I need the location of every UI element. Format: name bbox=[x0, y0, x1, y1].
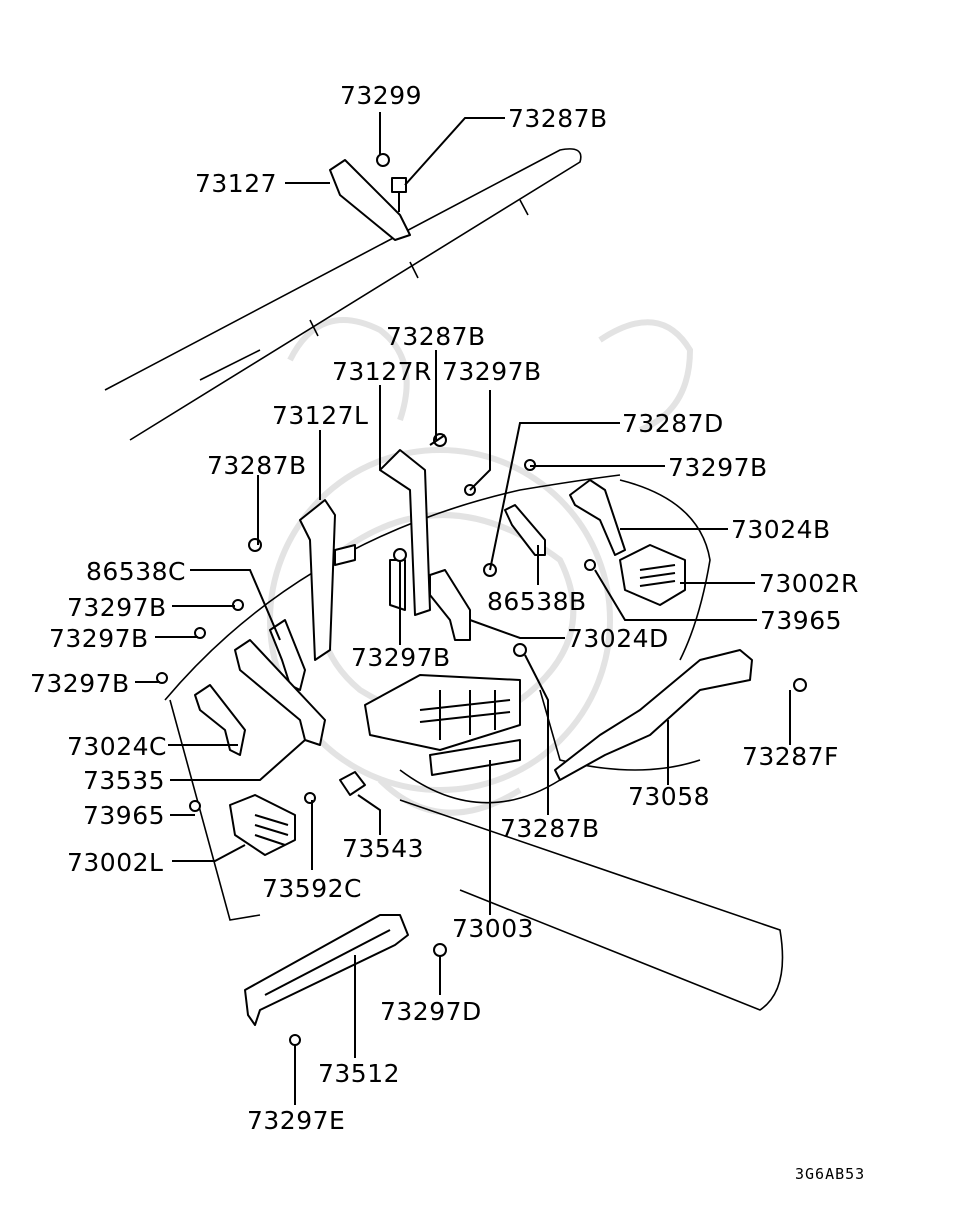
bracket-73127 bbox=[329, 153, 411, 241]
duct-73058 bbox=[554, 649, 753, 781]
bracket-73512 bbox=[244, 914, 409, 1026]
bracket-73024D bbox=[429, 569, 471, 641]
part-label: 73297E bbox=[247, 1106, 346, 1135]
part-label: 73287B bbox=[207, 451, 307, 480]
part-label: 73297B bbox=[49, 624, 149, 653]
part-label: 73287B bbox=[500, 814, 600, 843]
part-label: 73002R bbox=[759, 569, 859, 598]
figure-code: 3G6AB53 bbox=[795, 1165, 866, 1183]
bracket-73127R bbox=[379, 449, 431, 616]
part-label: 73297B bbox=[668, 453, 768, 482]
part-label: 73287B bbox=[508, 104, 608, 133]
part-label: 73287D bbox=[622, 409, 724, 438]
part-label: 73592C bbox=[262, 874, 362, 903]
part-label: 86538C bbox=[86, 557, 186, 586]
part-label: 73127L bbox=[272, 401, 369, 430]
part-label: 73024D bbox=[567, 624, 669, 653]
part-label: 73965 bbox=[760, 606, 843, 635]
part-label: 73024C bbox=[67, 732, 167, 761]
bracket-86538B bbox=[504, 504, 546, 556]
part-label: 73058 bbox=[628, 782, 711, 811]
part-label: 73299 bbox=[340, 81, 423, 110]
part-label: 73127 bbox=[195, 169, 278, 198]
part-label: 73002L bbox=[67, 848, 164, 877]
vent-73002R bbox=[619, 544, 686, 606]
part-label: 73127R bbox=[332, 357, 432, 386]
bracket-73024B bbox=[569, 479, 626, 556]
part-label: 73297D bbox=[380, 997, 482, 1026]
part-label: 73512 bbox=[318, 1059, 401, 1088]
part-label: 73287B bbox=[386, 322, 486, 351]
dashboard-outline bbox=[104, 148, 784, 1011]
part-label: 73297B bbox=[442, 357, 542, 386]
bracket-73535 bbox=[234, 639, 326, 746]
watermark-emblem bbox=[267, 317, 694, 816]
vent-73003 bbox=[364, 674, 521, 776]
part-label: 73543 bbox=[342, 834, 425, 863]
clip-73543 bbox=[339, 771, 366, 796]
part-label: 73297B bbox=[30, 669, 130, 698]
vent-73002L bbox=[229, 794, 296, 856]
bracket-73127L bbox=[299, 499, 356, 661]
part-label: 73297B bbox=[67, 593, 167, 622]
leader-lines bbox=[135, 112, 791, 1105]
part-label: 73024B bbox=[731, 515, 831, 544]
part-label: 73297B bbox=[351, 643, 451, 672]
part-label: 86538B bbox=[487, 587, 587, 616]
part-label: 73003 bbox=[452, 914, 535, 943]
bracket-73024C bbox=[194, 684, 246, 756]
part-label: 73287F bbox=[742, 742, 839, 771]
fasteners bbox=[156, 433, 807, 1046]
part-label: 73535 bbox=[83, 766, 166, 795]
part-label: 73965 bbox=[83, 801, 166, 830]
